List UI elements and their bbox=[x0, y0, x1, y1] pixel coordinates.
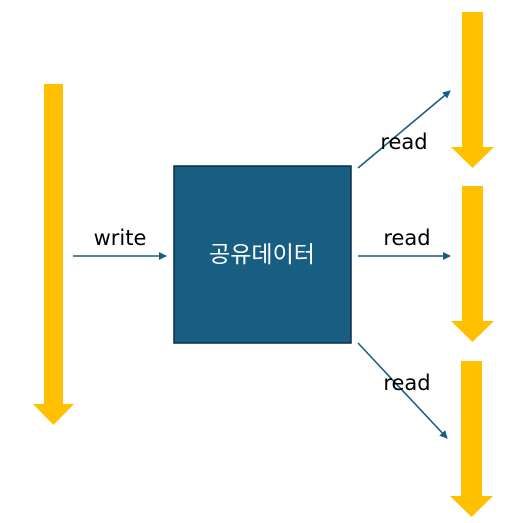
reader-thread-arrow-top bbox=[451, 12, 494, 168]
read-connector-arrow-top bbox=[357, 90, 451, 169]
writer-thread-arrow bbox=[33, 84, 74, 425]
shared-data-label: 공유데이터 bbox=[209, 242, 315, 268]
reader-thread-arrow-bottom bbox=[450, 361, 493, 517]
read-connector-arrow-bottom bbox=[357, 342, 448, 439]
shared-data-box bbox=[173, 165, 352, 344]
read-label-bottom: read bbox=[383, 371, 430, 395]
reader-thread-arrow-middle bbox=[451, 186, 494, 342]
read-label-middle: read bbox=[383, 226, 430, 250]
write-label: write bbox=[94, 226, 147, 250]
read-label-top: read bbox=[380, 130, 427, 154]
